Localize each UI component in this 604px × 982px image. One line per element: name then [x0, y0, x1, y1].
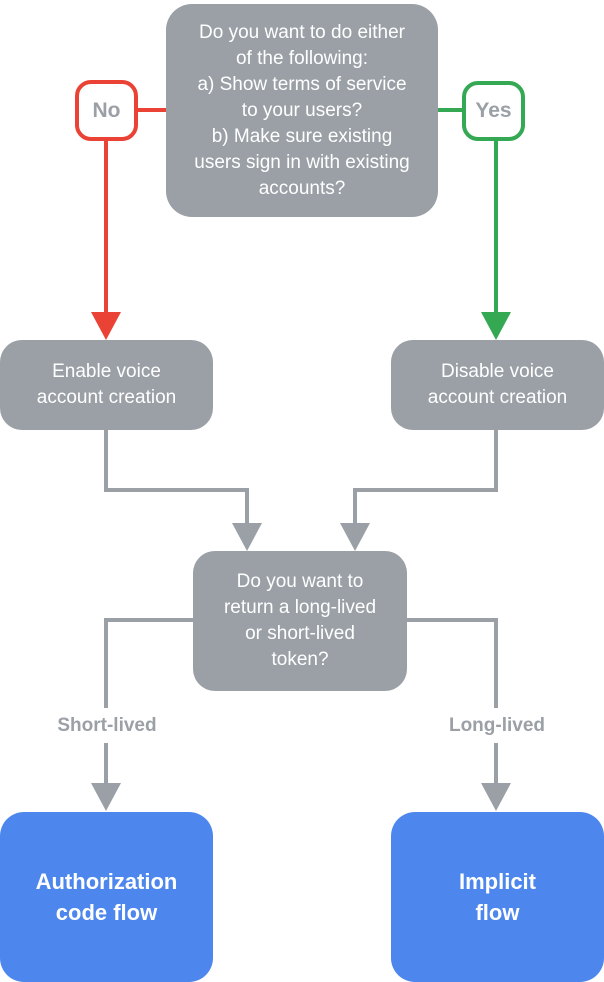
arrowhead-enable-to-token-icon	[232, 523, 262, 551]
connector-enable-into-token	[245, 488, 249, 525]
connector-longlived-down	[494, 618, 498, 784]
long-lived-label: Long-lived	[412, 708, 582, 743]
arrowhead-disable-to-token-icon	[340, 523, 370, 551]
short-lived-label: Short-lived	[22, 708, 192, 743]
yes-badge: Yes	[462, 81, 525, 141]
enable-voice-box: Enable voice account creation	[0, 340, 213, 430]
connector-enable-across	[104, 488, 249, 492]
connector-enable-down	[104, 430, 108, 492]
arrowhead-yes-icon	[481, 312, 511, 340]
connector-yes-horizontal	[437, 108, 464, 112]
authorization-code-flow-box: Authorization code flow	[0, 812, 213, 982]
connector-no-horizontal	[138, 108, 168, 112]
connector-shortlived-down	[104, 618, 108, 784]
connector-disable-across	[353, 488, 498, 492]
arrowhead-no-icon	[91, 312, 121, 340]
connector-longlived-across	[407, 618, 497, 622]
question-terms-box: Do you want to do either of the followin…	[166, 4, 438, 217]
connector-disable-down	[494, 430, 498, 492]
implicit-flow-box: Implicit flow	[391, 812, 604, 982]
arrowhead-long-lived-icon	[481, 783, 511, 811]
arrowhead-short-lived-icon	[91, 783, 121, 811]
no-badge: No	[75, 80, 138, 141]
connector-yes-vertical	[494, 139, 498, 313]
disable-voice-box: Disable voice account creation	[391, 340, 604, 430]
connector-no-vertical	[104, 139, 108, 313]
connector-disable-into-token	[353, 488, 357, 525]
connector-shortlived-across	[105, 618, 193, 622]
token-question-box: Do you want to return a long-lived or sh…	[193, 551, 407, 691]
